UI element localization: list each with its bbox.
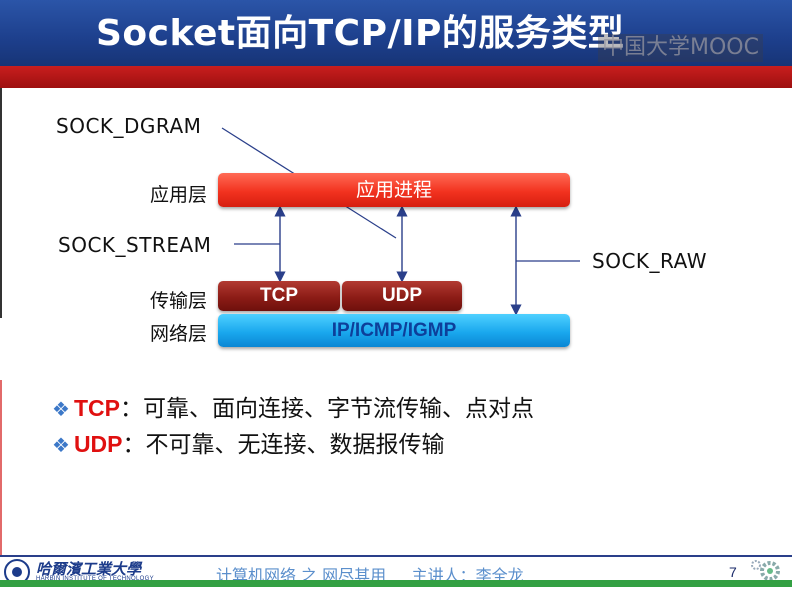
bullet-list: ❖TCP：可靠、面向连接、字节流传输、点对点 ❖UDP：不可靠、无连接、数据报传… xyxy=(52,390,534,462)
title-bar: Socket面向TCP/IP的服务类型 中国大学MOOC xyxy=(0,0,792,66)
footer-green-band xyxy=(0,580,792,587)
bullet-tcp: ❖TCP：可靠、面向连接、字节流传输、点对点 xyxy=(52,390,534,426)
ip-icmp-igmp-box: IP/ICMP/IGMP xyxy=(218,314,570,347)
sock-stream-label: SOCK_STREAM xyxy=(58,233,212,257)
application-layer-label: 应用层 xyxy=(150,184,208,206)
sock-raw-label: SOCK_RAW xyxy=(592,249,707,273)
page-number: 7 xyxy=(729,564,737,580)
udp-box: UDP xyxy=(342,281,462,311)
diamond-bullet-icon: ❖ xyxy=(52,397,70,421)
bullet-term: TCP xyxy=(73,395,120,421)
university-name: 哈爾濱工業大學 xyxy=(36,560,142,578)
gear-icon xyxy=(751,560,780,581)
diamond-bullet-icon: ❖ xyxy=(52,433,70,457)
left-edge-line xyxy=(0,88,2,318)
application-process-box: 应用进程 xyxy=(218,173,570,207)
university-name-en: HARBIN INSTITUTE OF TECHNOLOGY xyxy=(36,576,154,582)
slide-title: Socket面向TCP/IP的服务类型 xyxy=(96,13,625,54)
bullet-desc: ：可靠、面向连接、字节流传输、点对点 xyxy=(119,396,534,422)
tcp-box: TCP xyxy=(218,281,340,311)
sock-dgram-label: SOCK_DGRAM xyxy=(56,114,202,138)
title-red-band xyxy=(0,66,792,88)
mooc-watermark: 中国大学MOOC xyxy=(598,34,763,62)
left-edge-line-lower xyxy=(0,380,2,555)
bullet-term: UDP xyxy=(73,431,123,457)
network-layer-label: 网络层 xyxy=(150,323,208,345)
bullet-desc: ：不可靠、无连接、数据报传输 xyxy=(122,432,445,458)
transport-layer-label: 传输层 xyxy=(150,290,208,312)
bullet-udp: ❖UDP：不可靠、无连接、数据报传输 xyxy=(52,426,534,462)
